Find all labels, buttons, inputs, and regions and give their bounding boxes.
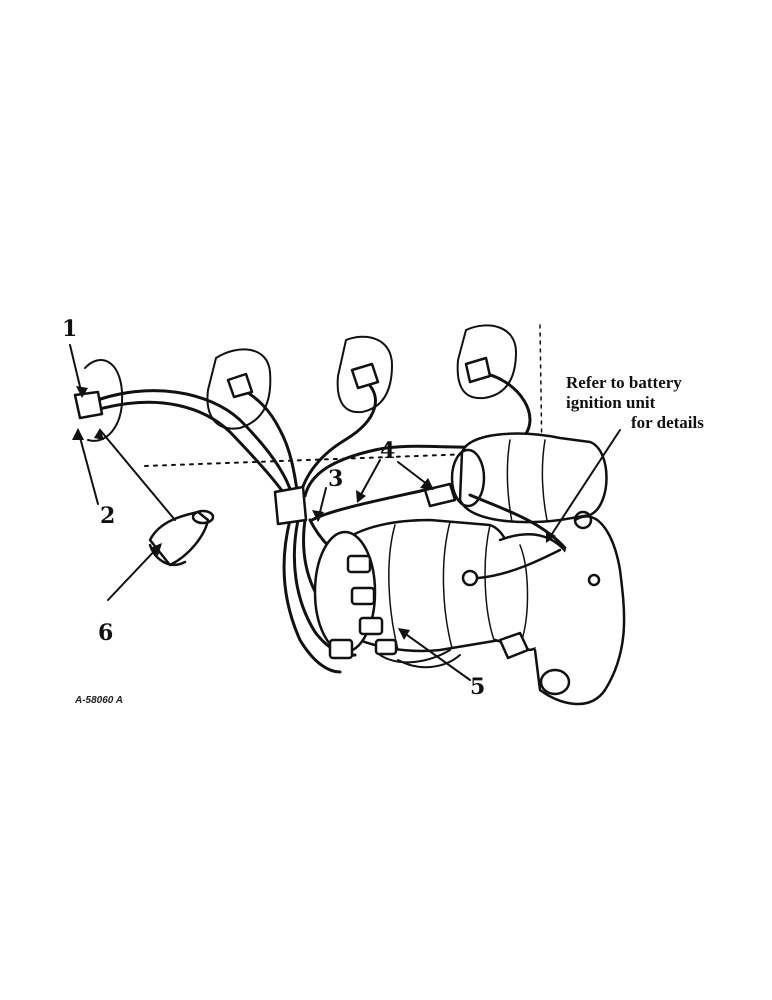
callout-3: 3 <box>328 466 344 492</box>
spark-plug-boot <box>148 509 215 567</box>
spark-plug-bosses <box>84 324 517 442</box>
plug-terminals <box>73 356 492 420</box>
callout-6: 6 <box>98 620 114 646</box>
callout-5: 5 <box>470 674 486 700</box>
callout-1: 1 <box>62 316 78 342</box>
mounting-bracket <box>498 510 626 706</box>
wire-retaining-clip <box>273 485 308 526</box>
battery-ignition-note-line-2: ignition unit <box>566 393 656 412</box>
battery-ignition-note-line-1: Refer to battery <box>566 373 682 392</box>
callout-4: 4 <box>380 438 396 464</box>
distributor-cap-terminals <box>328 554 398 660</box>
leader-lines <box>69 344 621 681</box>
primary-leads <box>379 649 461 669</box>
callout-2: 2 <box>100 503 116 529</box>
battery-ignition-note-line-3: for details <box>631 413 704 432</box>
figure-reference-code: A-58060 A <box>75 695 123 706</box>
leader-arrowheads <box>72 386 556 640</box>
